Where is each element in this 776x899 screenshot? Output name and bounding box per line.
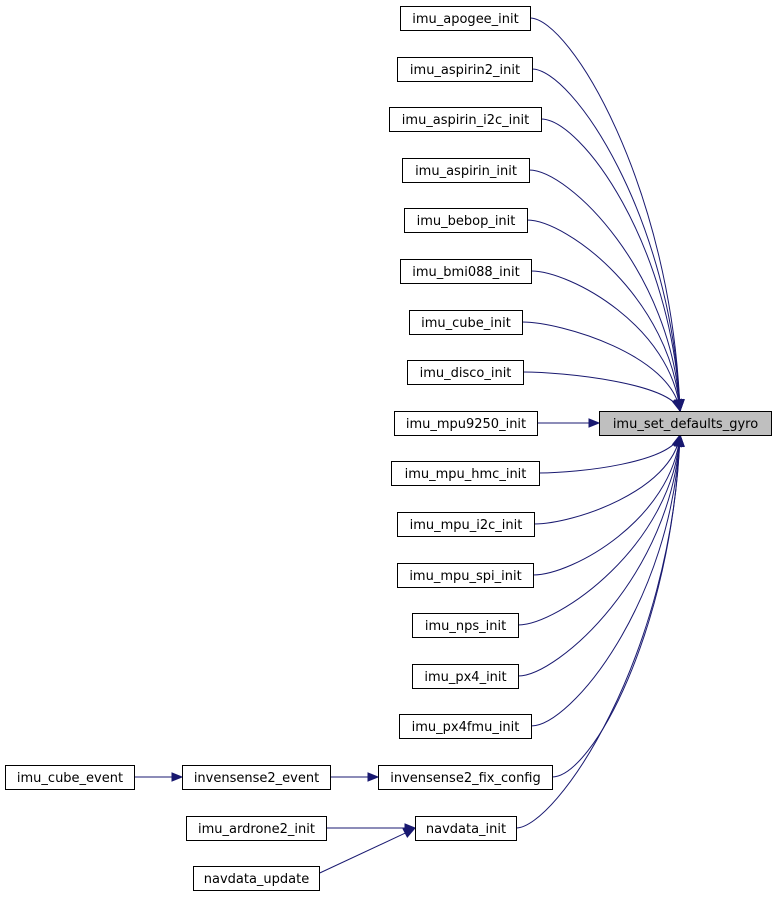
node-label: imu_mpu_i2c_init [410, 518, 523, 533]
node-box[interactable] [400, 6, 531, 31]
node-label: imu_cube_init [421, 316, 511, 331]
node-box[interactable] [397, 57, 533, 82]
node-label: imu_apogee_init [412, 12, 519, 27]
edge-imu_mpu9250_init-to-imu_set_defaults_gyro [537, 418, 601, 428]
node-imu_set_defaults_gyro[interactable]: imu_set_defaults_gyro [599, 411, 772, 436]
node-label: imu_aspirin_i2c_init [402, 113, 529, 128]
node-imu_mpu_spi_init[interactable]: imu_mpu_spi_init [397, 563, 534, 588]
edge-imu_px4_init-to-imu_set_defaults_gyro [517, 433, 685, 677]
node-box[interactable] [407, 360, 524, 385]
edge-navdata_update-to-navdata_init [308, 827, 417, 879]
node-imu_cube_init[interactable]: imu_cube_init [409, 310, 523, 335]
edge-imu_mpu_i2c_init-to-imu_set_defaults_gyro [533, 433, 684, 525]
edge-imu_aspirin_i2c_init-to-imu_set_defaults_gyro [540, 118, 685, 413]
node-label: imu_ardrone2_init [198, 822, 315, 837]
node-box[interactable] [402, 158, 530, 183]
node-label: imu_aspirin2_init [410, 63, 520, 78]
node-box[interactable] [397, 512, 535, 537]
nodes-layer: imu_apogee_init imu_aspirin2_init imu_aspi… [5, 6, 772, 891]
node-box[interactable] [378, 765, 553, 790]
edge-navdata_init-to-imu_set_defaults_gyro [515, 433, 685, 829]
edge-imu_nps_init-to-imu_set_defaults_gyro [517, 433, 685, 626]
node-imu_apogee_init[interactable]: imu_apogee_init [400, 6, 531, 31]
node-label: imu_nps_init [425, 619, 506, 634]
node-imu_mpu_hmc_init[interactable]: imu_mpu_hmc_init [391, 461, 540, 486]
node-imu_aspirin_i2c_init[interactable]: imu_aspirin_i2c_init [389, 107, 542, 132]
node-navdata_init[interactable]: navdata_init [415, 816, 517, 841]
node-imu_px4_init[interactable]: imu_px4_init [412, 664, 519, 689]
edges-layer [134, 17, 685, 879]
node-box[interactable] [409, 310, 523, 335]
node-imu_ardrone2_init[interactable]: imu_ardrone2_init [186, 816, 327, 841]
edge-imu_px4fmu_init-to-imu_set_defaults_gyro [530, 433, 685, 727]
node-imu_aspirin_init[interactable]: imu_aspirin_init [402, 158, 530, 183]
node-label: navdata_update [204, 872, 310, 887]
edge-imu_bmi088_init-to-imu_set_defaults_gyro [530, 270, 685, 413]
node-imu_bmi088_init[interactable]: imu_bmi088_init [400, 259, 532, 284]
node-box[interactable] [182, 765, 331, 790]
node-box[interactable] [400, 259, 532, 284]
edge-imu_bebop_init-to-imu_set_defaults_gyro [526, 219, 685, 413]
node-box[interactable] [412, 613, 519, 638]
node-label: imu_disco_init [420, 366, 512, 381]
node-label: imu_px4fmu_init [412, 720, 520, 735]
edge-invensense2_event-to-invensense2_fix_config [330, 772, 380, 782]
node-imu_mpu_i2c_init[interactable]: imu_mpu_i2c_init [397, 512, 535, 537]
edge-imu_aspirin_init-to-imu_set_defaults_gyro [528, 169, 685, 413]
node-imu_mpu9250_init[interactable]: imu_mpu9250_init [394, 411, 538, 436]
node-box[interactable] [394, 411, 538, 436]
node-imu_disco_init[interactable]: imu_disco_init [407, 360, 524, 385]
node-label: imu_aspirin_init [415, 164, 517, 179]
edge-imu_disco_init-to-imu_set_defaults_gyro [522, 371, 682, 413]
edge-invensense2_fix_config-to-imu_set_defaults_gyro [551, 433, 685, 778]
node-label: imu_bebop_init [417, 214, 516, 229]
node-box[interactable] [193, 866, 320, 891]
edge-imu_mpu_hmc_init-to-imu_set_defaults_gyro [538, 433, 682, 474]
edge-imu_apogee_init-to-imu_set_defaults_gyro [529, 17, 685, 413]
node-box[interactable] [397, 563, 534, 588]
node-box[interactable] [399, 714, 532, 739]
node-label: navdata_init [426, 822, 506, 837]
node-label: imu_px4_init [424, 670, 506, 685]
node-box[interactable] [391, 461, 540, 486]
node-box[interactable] [415, 816, 517, 841]
node-box[interactable] [186, 816, 327, 841]
node-box[interactable] [599, 411, 772, 436]
edge-imu_aspirin2_init-to-imu_set_defaults_gyro [531, 68, 685, 413]
node-navdata_update[interactable]: navdata_update [193, 866, 320, 891]
node-label: imu_mpu9250_init [406, 417, 526, 432]
node-label: imu_mpu_hmc_init [405, 467, 527, 482]
node-imu_px4fmu_init[interactable]: imu_px4fmu_init [399, 714, 532, 739]
node-imu_nps_init[interactable]: imu_nps_init [412, 613, 519, 638]
node-box[interactable] [404, 208, 528, 233]
node-invensense2_event[interactable]: invensense2_event [182, 765, 331, 790]
node-box[interactable] [5, 765, 135, 790]
edge-imu_ardrone2_init-to-navdata_init [326, 823, 417, 833]
node-imu_aspirin2_init[interactable]: imu_aspirin2_init [397, 57, 533, 82]
node-imu_cube_event[interactable]: imu_cube_event [5, 765, 135, 790]
node-box[interactable] [389, 107, 542, 132]
node-label: invensense2_event [194, 771, 319, 786]
node-label: imu_set_defaults_gyro [613, 417, 758, 432]
node-label: imu_mpu_spi_init [409, 569, 521, 584]
node-label: imu_bmi088_init [412, 265, 519, 280]
edge-imu_cube_event-to-invensense2_event [134, 772, 184, 782]
node-label: imu_cube_event [17, 771, 123, 786]
node-label: invensense2_fix_config [390, 771, 541, 786]
node-invensense2_fix_config[interactable]: invensense2_fix_config [378, 765, 553, 790]
node-imu_bebop_init[interactable]: imu_bebop_init [404, 208, 528, 233]
node-box[interactable] [412, 664, 519, 689]
